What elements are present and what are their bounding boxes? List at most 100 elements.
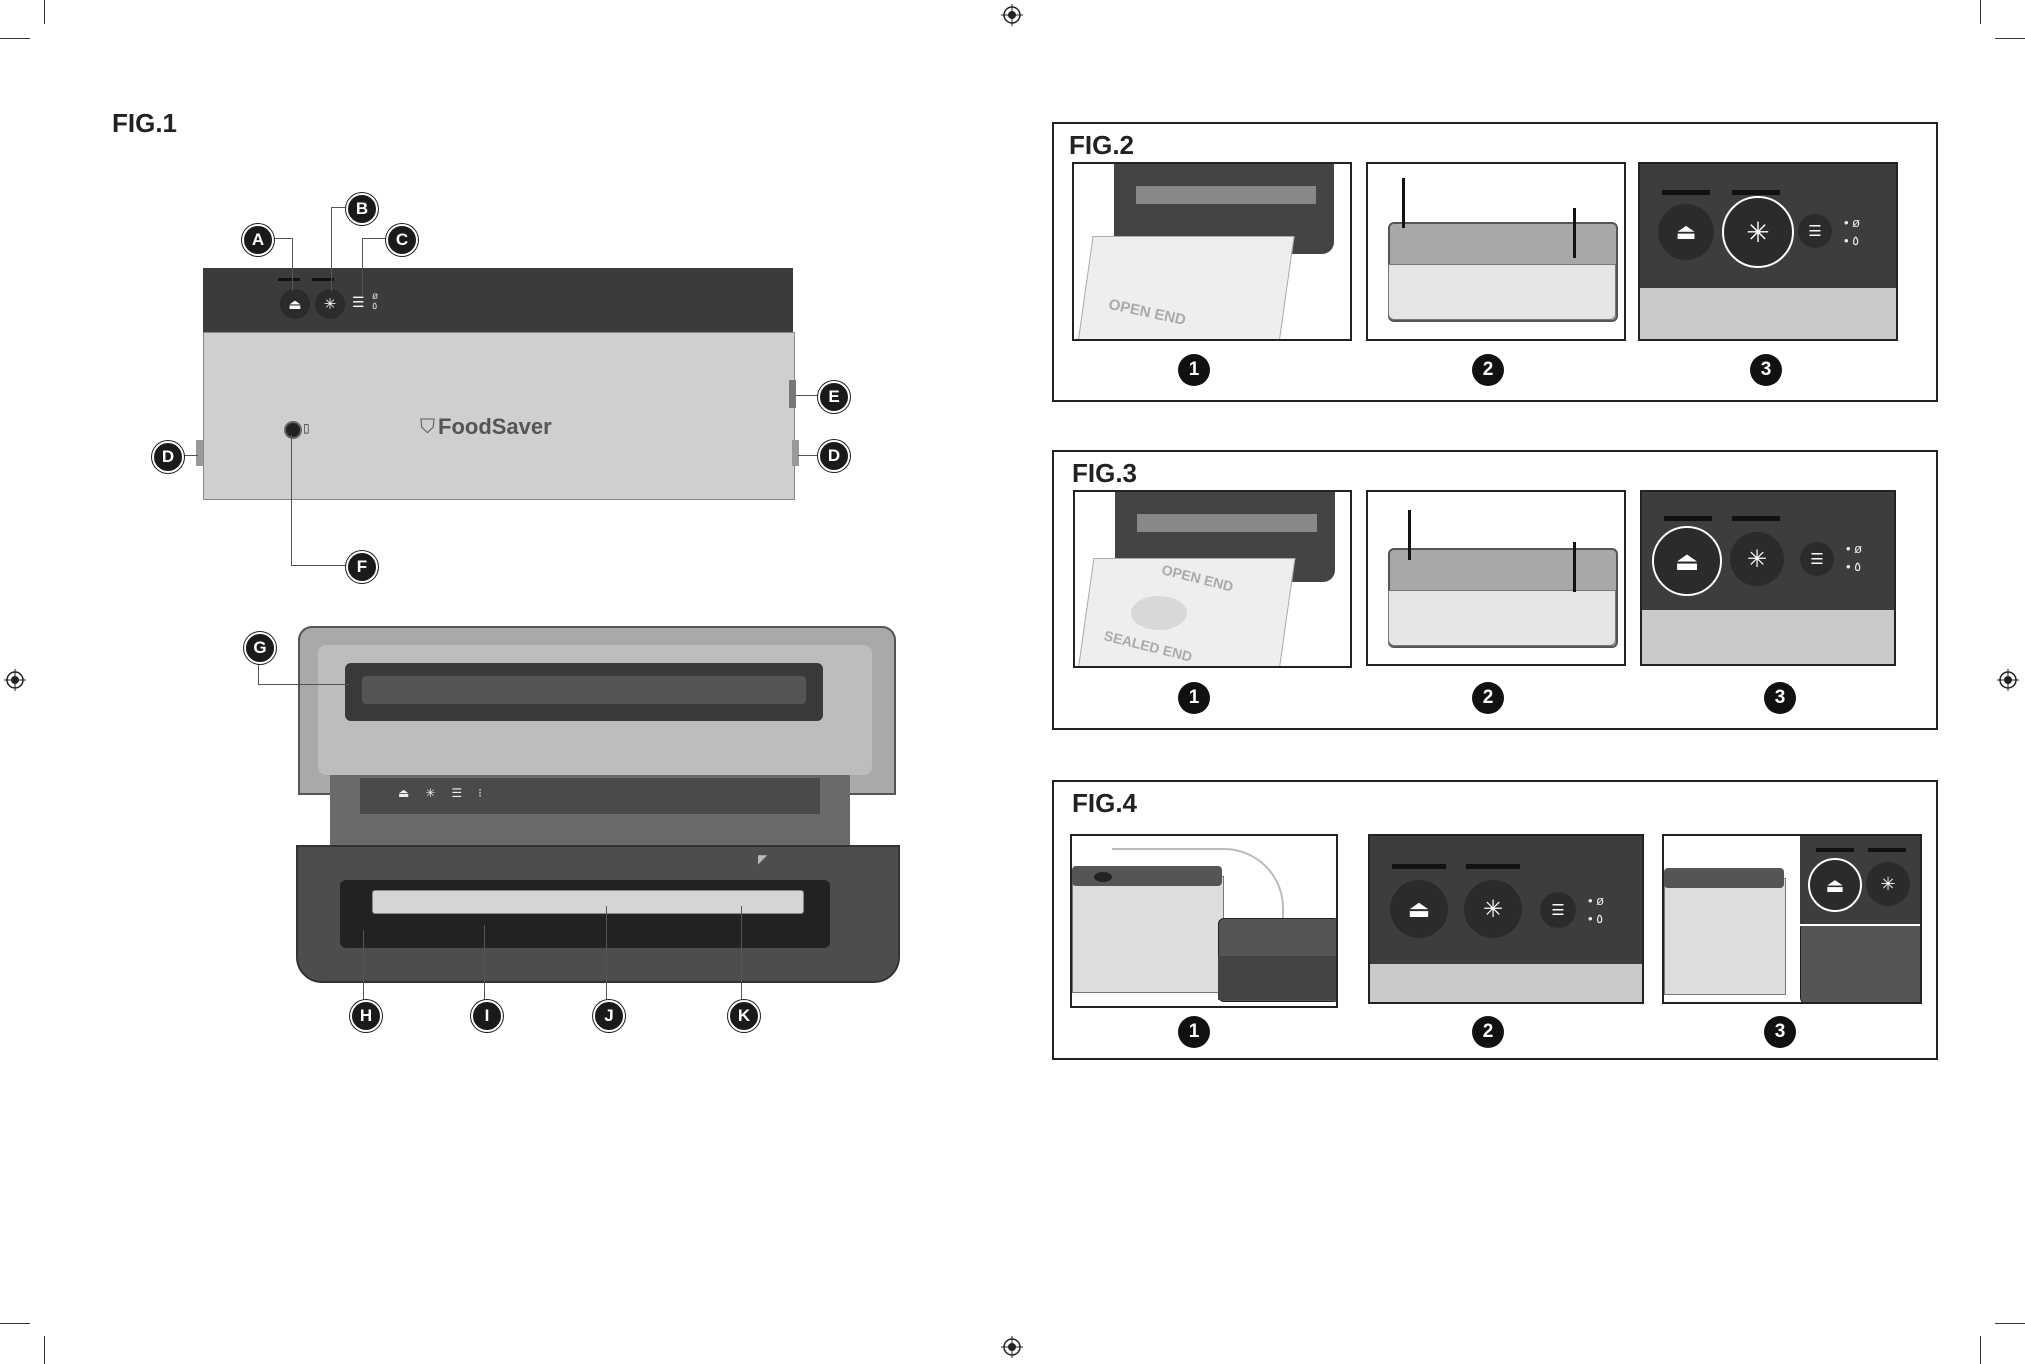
leader-a (270, 238, 293, 291)
dry-moist-indicator: • ø• ٥ (1588, 893, 1605, 926)
fig2-step-1: 1 (1178, 354, 1210, 386)
vacuum-seal-icon: ⏏ (1825, 874, 1845, 897)
appliance-front (1388, 590, 1616, 646)
indicator-bar (1392, 864, 1446, 869)
leader-e (796, 395, 818, 397)
registration-mark-icon (1997, 669, 2019, 691)
leader-j (606, 906, 608, 1008)
vacuum-seal-button[interactable]: ⏏ (1658, 204, 1714, 260)
accessory-port[interactable] (284, 421, 302, 439)
callout-d-right: D (818, 440, 850, 472)
vacuum-seal-button[interactable]: ⏏ (280, 289, 310, 319)
seal-button[interactable]: ✳ (1866, 862, 1910, 906)
arrow-down-icon (1408, 510, 1411, 560)
arrow-down-icon (1573, 542, 1576, 592)
leader-d-right (798, 455, 818, 457)
arrow-down-icon (1573, 208, 1576, 258)
indicator-bar (1662, 190, 1710, 195)
container (1664, 878, 1786, 995)
base-control-icons: ⏏✳☰⁝ (398, 786, 498, 800)
fig4-label: FIG.4 (1072, 788, 1138, 818)
callout-k: K (728, 1000, 760, 1032)
fig2-panel-2 (1366, 162, 1626, 341)
fig3-step-2: 2 (1472, 682, 1504, 714)
indicator-bar (1732, 190, 1780, 195)
registration-mark-icon (1001, 1336, 1023, 1358)
menu-button[interactable]: ☰ (1540, 892, 1576, 928)
callout-c: C (386, 224, 418, 256)
menu-button[interactable]: ☰ (1798, 214, 1832, 248)
foodsaver-logo: ⛉ FoodSaver (420, 414, 552, 440)
indicator-bar (1466, 864, 1520, 869)
indicator-bar (278, 278, 300, 281)
vacuum-seal-icon: ⏏ (1674, 545, 1700, 576)
panel-base (1642, 610, 1894, 664)
menu-button[interactable]: ☰ (1800, 542, 1834, 576)
fig3-panel-2 (1366, 490, 1626, 666)
foodsaver-logo-icon: ⛉ (420, 415, 435, 438)
seal-icon: ✳ (1482, 895, 1504, 923)
fig4-panel-3: ⏏ ✳ (1662, 834, 1922, 1004)
panel-base (1370, 964, 1642, 1002)
vacuum-seal-button[interactable]: ⏏ (1652, 526, 1722, 596)
leader-d-left (180, 455, 198, 457)
leader-c (362, 238, 387, 295)
seal-button[interactable]: ✳ (1464, 880, 1522, 938)
callout-d: D (152, 441, 184, 473)
registration-mark-icon (4, 669, 26, 691)
seal-button[interactable]: ✳ (1730, 532, 1784, 586)
sealing-strip (372, 890, 804, 914)
leader-h (363, 930, 365, 1008)
seal-button[interactable]: ✳ (1722, 196, 1794, 268)
vacuum-seal-icon: ⏏ (288, 295, 302, 312)
leader-f (291, 435, 347, 566)
indicator-bar (312, 278, 334, 281)
fig4-panel-2: ⏏ ✳ ☰ • ø• ٥ (1368, 834, 1644, 1004)
seal-icon: ✳ (1880, 873, 1896, 894)
callout-a: A (242, 224, 274, 256)
seal-button[interactable]: ✳ (315, 289, 345, 319)
vacuum-seal-button[interactable]: ⏏ (1808, 858, 1862, 912)
leader-i (484, 925, 486, 1008)
leader-g (258, 660, 349, 685)
bag (1075, 236, 1295, 339)
gasket (1136, 186, 1316, 204)
container-valve (1094, 872, 1112, 882)
base-control-strip (360, 778, 820, 814)
appliance-closed (1800, 922, 1920, 1002)
cutter-icon: ◤ (758, 852, 768, 866)
latch-left (196, 440, 203, 466)
panel-base (1640, 288, 1896, 339)
vacuum-seal-icon: ⏏ (1675, 219, 1697, 244)
callout-e: E (818, 381, 850, 413)
fig4-panel-1 (1070, 834, 1338, 1008)
callout-j: J (593, 1000, 625, 1032)
seal-icon: ✳ (1746, 545, 1768, 573)
dry-moist-indicator: • ø• ٥ (1846, 541, 1863, 574)
menu-icon: ☰ (1810, 551, 1824, 568)
menu-icon: ☰ (1808, 223, 1822, 240)
latch-right (792, 440, 799, 466)
appliance-front (1218, 956, 1336, 1000)
indicator-bar (1664, 516, 1712, 521)
brand-name: FoodSaver (438, 414, 552, 439)
leader-k (741, 906, 743, 1008)
fig4-step-1: 1 (1178, 1016, 1210, 1048)
menu-icon[interactable]: ☰ (352, 294, 365, 310)
leader-b (331, 207, 347, 291)
appliance-front (1388, 264, 1616, 320)
vacuum-seal-button[interactable]: ⏏ (1390, 880, 1448, 938)
seal-icon: ✳ (323, 296, 337, 313)
fig2-panel-3: ⏏ ✳ ☰ • ø• ٥ (1638, 162, 1898, 341)
callout-h: H (350, 1000, 382, 1032)
fig3-panel-3: ⏏ ✳ ☰ • ø• ٥ (1640, 490, 1896, 666)
menu-icon: ☰ (1551, 902, 1565, 919)
fig3-label: FIG.3 (1072, 458, 1138, 488)
container-lid (1664, 868, 1784, 888)
hose-icon: ▯ (303, 421, 310, 435)
indicator-bar (1732, 516, 1780, 521)
upper-gasket-inner (362, 676, 806, 704)
fig4-step-3: 3 (1764, 1016, 1796, 1048)
appliance-body (203, 332, 795, 500)
fig4-step-2: 2 (1472, 1016, 1504, 1048)
